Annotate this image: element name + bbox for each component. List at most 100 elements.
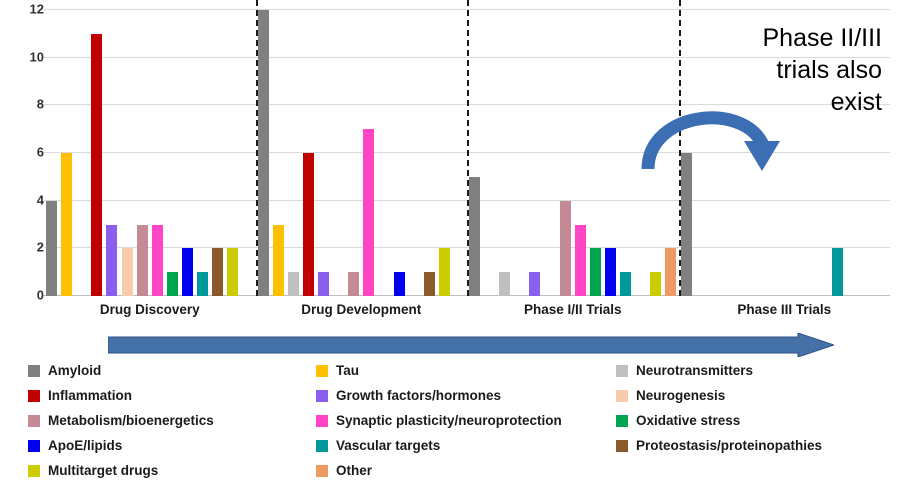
bar[interactable] [348,272,360,296]
bar[interactable] [393,272,405,296]
legend-item[interactable]: Synaptic plasticity/neuroprotection [316,408,636,433]
legend-item[interactable]: Tau [316,358,636,383]
bar-slot [603,0,618,296]
y-axis-tick-label: 10 [29,49,44,65]
bar-slot [648,0,663,296]
bar[interactable] [469,176,481,296]
y-axis-tick-label: 6 [36,144,44,160]
bar[interactable] [831,248,843,296]
legend-item[interactable]: Multitarget drugs [28,458,328,483]
legend-item[interactable]: Vascular targets [316,433,636,458]
legend-item[interactable]: Inflammation [28,383,328,408]
bar-slot [467,0,482,296]
bar-slot [331,0,346,296]
x-axis-group-label: Phase III Trials [737,302,832,317]
legend-color-swatch [316,414,328,427]
legend-color-swatch [28,464,40,477]
legend-color-swatch [316,389,328,402]
bar[interactable] [91,33,103,296]
legend-item-label: Neurotransmitters [636,363,754,378]
legend-item[interactable]: Metabolism/bioenergetics [28,408,328,433]
legend-item[interactable]: Proteostasis/proteinopathies [616,433,896,458]
bar[interactable] [46,200,58,296]
legend-color-swatch [316,439,328,452]
bar-group-bars [467,0,679,296]
legend-item[interactable]: Neurotransmitters [616,358,896,383]
legend-item-label: Growth factors/hormones [336,388,502,403]
legend-color-swatch [616,364,628,377]
bar-slot [558,0,573,296]
bar[interactable] [529,272,541,296]
legend-item[interactable]: Amyloid [28,358,328,383]
x-axis-group-label: Drug Discovery [99,302,200,317]
bar-group-bars [256,0,468,296]
bar-slot [512,0,527,296]
bar[interactable] [302,153,314,296]
bar-slot [165,0,180,296]
bar-slot [286,0,301,296]
bar[interactable] [363,129,375,296]
bar-slot [240,0,255,296]
bar-slot [210,0,225,296]
y-axis-tick-label: 2 [36,239,44,255]
legend-item[interactable]: Other [316,458,636,483]
bar-slot [830,0,845,296]
legend-item-label: Other [336,463,373,478]
y-axis-tick-label: 12 [29,1,44,17]
bar-slot [271,0,286,296]
bar[interactable] [574,224,586,296]
bar-slot [376,0,391,296]
bar[interactable] [423,272,435,296]
bar-slot [150,0,165,296]
bar-slot [407,0,422,296]
bar[interactable] [438,248,450,296]
legend-color-swatch [28,389,40,402]
bar-slot [301,0,316,296]
bar-slot [437,0,452,296]
bar[interactable] [317,272,329,296]
legend-item[interactable]: Neurogenesis [616,383,896,408]
bar[interactable] [257,10,269,296]
legend-item-label: Tau [336,363,359,378]
bar-slot [588,0,603,296]
bar[interactable] [197,272,209,296]
y-axis-tick-label: 0 [36,287,44,303]
bar[interactable] [559,200,571,296]
legend-item-label: Synaptic plasticity/neuroprotection [336,413,562,428]
legend-item-label: Vascular targets [336,438,441,453]
bar[interactable] [182,248,194,296]
bar[interactable] [287,272,299,296]
bar[interactable] [680,153,692,296]
bar[interactable] [212,248,224,296]
bar[interactable] [61,153,73,296]
bar[interactable] [166,272,178,296]
legend-item[interactable]: Growth factors/hormones [316,383,636,408]
bar[interactable] [272,224,284,296]
bar[interactable] [227,248,239,296]
bar[interactable] [589,248,601,296]
legend-item[interactable]: ApoE/lipids [28,433,328,458]
bar[interactable] [650,272,662,296]
bar[interactable] [106,224,118,296]
bar-slot [104,0,119,296]
bar-slot [256,0,271,296]
group-separator [678,0,681,296]
bar-slot [346,0,361,296]
legend-item-label: Metabolism/bioenergetics [48,413,214,428]
bar[interactable] [620,272,632,296]
bar[interactable] [665,248,677,296]
bar[interactable] [151,224,163,296]
bar[interactable] [121,248,133,296]
bar[interactable] [605,248,617,296]
legend-item-label: Amyloid [48,363,102,378]
legend-item-label: Proteostasis/proteinopathies [636,438,823,453]
legend-item[interactable]: Oxidative stress [616,408,896,433]
bar[interactable] [136,224,148,296]
bar-slot [452,0,467,296]
bar[interactable] [499,272,511,296]
